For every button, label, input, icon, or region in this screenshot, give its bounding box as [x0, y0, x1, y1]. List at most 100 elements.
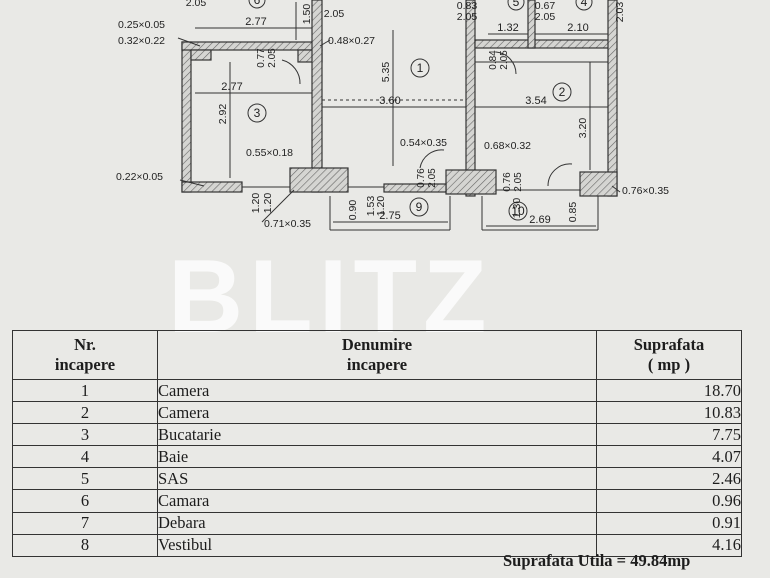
- header-area: Suprafata ( mp ): [596, 330, 742, 380]
- opening-label: 0.83: [457, 0, 478, 12]
- dimension-label: 1.32: [497, 22, 518, 34]
- dimension-label: 1.30: [511, 198, 523, 219]
- room-nr: 8: [12, 533, 158, 557]
- opening-label: 0.762.05: [416, 168, 438, 188]
- room-name: Camara: [157, 489, 597, 513]
- floor-plan: 1 2 3 4 5 6 9 10 2.77 2.77 3.60 3.54 1.3…: [116, 0, 669, 231]
- room-name: Camera: [157, 378, 597, 403]
- wall: [383, 183, 447, 193]
- room-name: Bucatarie: [157, 423, 597, 447]
- wall: [190, 49, 212, 61]
- wall-note: 0.54×0.35: [400, 137, 447, 149]
- wall-note: 0.22×0.05: [116, 171, 163, 183]
- table-header-row: Nr. incapere Denumire incapere Suprafata…: [12, 330, 742, 380]
- total-usable-area: Suprafata Utila = 49.84mp: [503, 551, 691, 570]
- room-number: 10: [511, 204, 525, 218]
- room-area: 10.83: [596, 401, 742, 425]
- dimension-label: 5.35: [380, 62, 392, 83]
- room-nr: 6: [12, 489, 158, 513]
- opening-label: 2.05: [457, 11, 478, 23]
- dimension-label: 1.20: [250, 193, 262, 214]
- opening-label: 2.05: [324, 8, 345, 20]
- dimension-label: 2.75: [379, 210, 400, 222]
- room-markers: [247, 0, 593, 221]
- room-nr: 4: [12, 445, 158, 469]
- room-nr: 3: [12, 423, 158, 447]
- header-name: Denumire incapere: [157, 330, 597, 380]
- wall-note: 0.68×0.32: [484, 140, 531, 152]
- wall-note: 0.32×0.22: [118, 35, 165, 47]
- dimension-label: 3.20: [577, 118, 589, 139]
- wall-note: 0.55×0.18: [246, 147, 293, 159]
- room-area: 4.16: [596, 533, 742, 557]
- room-area: 0.91: [596, 511, 742, 535]
- header-nr: Nr. incapere: [12, 330, 158, 380]
- opening-label: 2.05: [186, 0, 207, 9]
- dimension-label: 2.92: [217, 104, 229, 125]
- dimension-label: 3.60: [379, 95, 400, 107]
- room-number: 6: [254, 0, 261, 7]
- room-number: 1: [417, 61, 424, 75]
- dimension-label: 1.20: [262, 193, 274, 214]
- room-area: 2.46: [596, 467, 742, 491]
- wall-note: 0.48×0.27: [328, 35, 375, 47]
- opening-label: 0.842.05: [488, 50, 510, 70]
- room-nr: 2: [12, 401, 158, 425]
- wall: [445, 169, 497, 195]
- wall: [579, 171, 618, 197]
- room-area: 4.07: [596, 445, 742, 469]
- room-name: SAS: [157, 467, 597, 491]
- wall-note: 0.71×0.35: [264, 218, 311, 230]
- dimension-label: 0.85: [567, 202, 579, 223]
- dimension-label: 1.53: [365, 196, 377, 217]
- dimension-label: 2.10: [567, 22, 588, 34]
- room-number: 4: [581, 0, 588, 9]
- wall: [607, 0, 618, 197]
- room-area: 18.70: [596, 378, 742, 403]
- wall-note: 0.76×0.35: [622, 185, 669, 197]
- room-name: Baie: [157, 445, 597, 469]
- room-nr: 7: [12, 511, 158, 535]
- wall-note: 0.25×0.05: [118, 19, 165, 31]
- dimension-label: 2.03: [614, 2, 626, 23]
- dimension-label: 2.77: [245, 16, 266, 28]
- opening-label: 2.05: [535, 11, 556, 23]
- dimension-label: 0.90: [347, 200, 359, 221]
- dimension-label: 1.20: [375, 196, 387, 217]
- wall: [181, 181, 243, 193]
- wall: [289, 167, 349, 193]
- room-name: Debara: [157, 511, 597, 535]
- opening-label: 0.67: [535, 0, 556, 12]
- plan-lines: [177, 2, 621, 231]
- room-nr: 5: [12, 467, 158, 491]
- room-number: 2: [559, 85, 566, 99]
- wall: [181, 41, 323, 51]
- walls: [181, 0, 618, 197]
- opening-label: 0.762.05: [502, 172, 524, 192]
- room-number: 3: [254, 106, 261, 120]
- room-area: 7.75: [596, 423, 742, 447]
- dimension-label: 3.54: [525, 95, 546, 107]
- wall: [527, 0, 536, 49]
- dimension-label: 1.50: [301, 4, 313, 25]
- dimension-label: 2.77: [221, 81, 242, 93]
- opening-label: 0.772.05: [256, 48, 278, 68]
- room-area: 0.96: [596, 489, 742, 513]
- room-number: 5: [513, 0, 520, 9]
- wall: [465, 0, 476, 197]
- room-number: 9: [416, 200, 423, 214]
- room-name: Camera: [157, 401, 597, 425]
- dimension-label: 2.69: [529, 214, 550, 226]
- wall: [311, 0, 323, 193]
- room-name: Vestibul: [157, 533, 597, 557]
- room-area-table: Nr. incapere Denumire incapere Suprafata…: [12, 330, 742, 557]
- wall: [181, 41, 192, 193]
